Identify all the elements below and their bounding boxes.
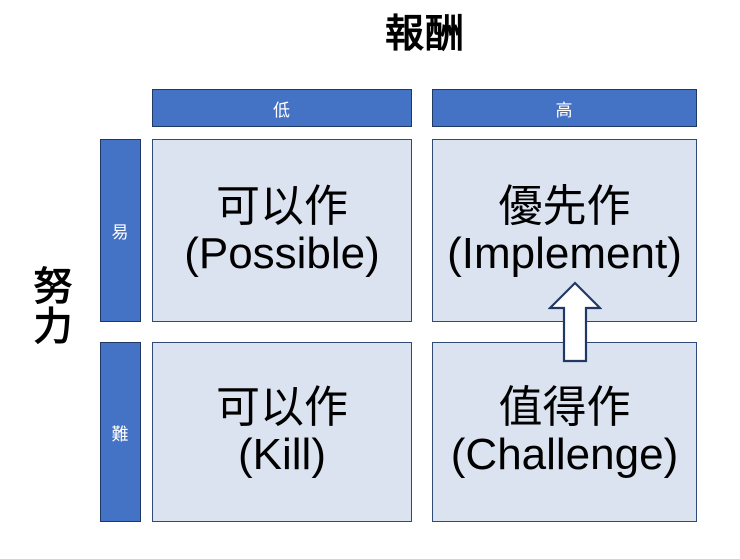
quadrant-challenge-label-cjk: 值得作 — [498, 383, 631, 433]
quadrant-kill[interactable]: 可以作 (Kill) — [152, 342, 412, 522]
quadrant-implement-text: 優先作 (Implement) — [433, 181, 696, 278]
quadrant-possible-label-en: (Possible) — [184, 228, 380, 278]
row-header-easy[interactable]: 易 — [100, 139, 141, 322]
quadrant-challenge-text: 值得作 (Challenge) — [433, 385, 696, 478]
top-axis-title: 報酬 — [384, 13, 465, 56]
column-header-high[interactable]: 高 — [432, 89, 697, 127]
quadrant-kill-text: 可以作 (Kill) — [153, 385, 411, 478]
row-header-hard[interactable]: 難 — [100, 342, 141, 522]
quadrant-challenge[interactable]: 值得作 (Challenge) — [432, 342, 697, 522]
column-header-low[interactable]: 低 — [152, 89, 412, 127]
quadrant-kill-label-en: (Kill) — [238, 430, 326, 479]
quadrant-kill-label-cjk: 可以作 — [216, 383, 348, 433]
quadrant-implement-label-cjk: 優先作 — [498, 181, 631, 231]
quadrant-possible[interactable]: 可以作 (Possible) — [152, 139, 412, 322]
quadrant-implement[interactable]: 優先作 (Implement) — [432, 139, 697, 322]
quadrant-challenge-label-en: (Challenge) — [450, 430, 679, 479]
left-axis-title-char-2: 力 — [33, 305, 73, 349]
left-axis-title-char-1: 努 — [33, 266, 73, 309]
quadrant-possible-text: 可以作 (Possible) — [153, 181, 411, 278]
left-axis-title: 努 力 — [16, 268, 90, 348]
quadrant-possible-label-cjk: 可以作 — [216, 181, 348, 231]
quadrant-implement-label-en: (Implement) — [447, 228, 682, 278]
